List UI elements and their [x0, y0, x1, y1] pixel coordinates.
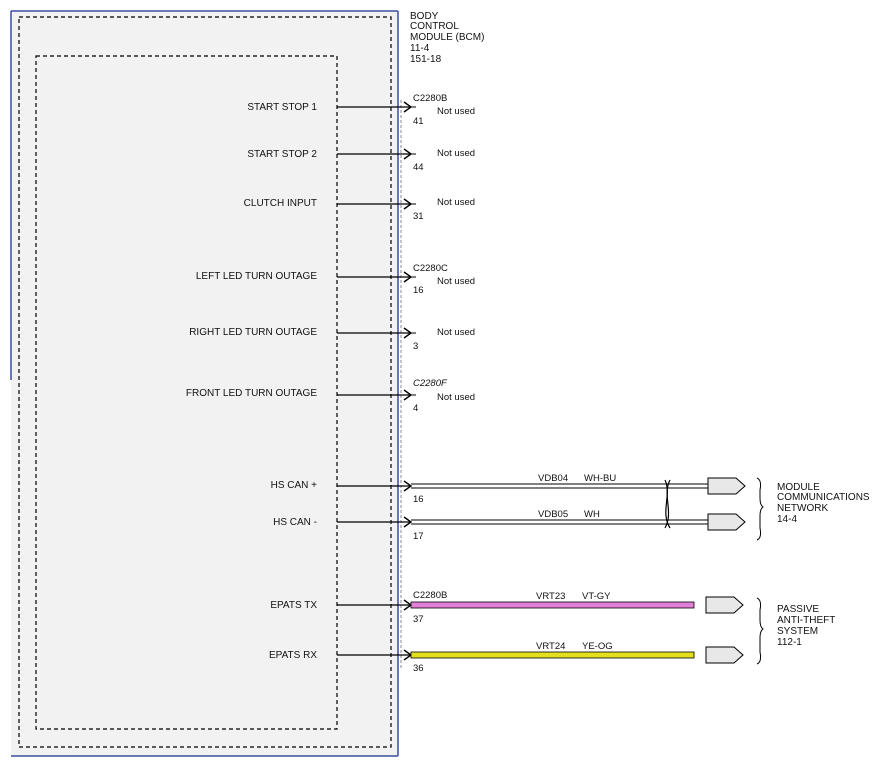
module-title-line-3: MODULE (BCM) — [410, 32, 484, 43]
module-inner-dashed — [35, 55, 338, 730]
destination-line: COMMUNICATIONS — [777, 492, 870, 503]
pin-status: Not used — [437, 276, 475, 287]
connector-id: C2280F — [413, 378, 448, 389]
module-title-line-4: 11-4 — [410, 43, 430, 54]
pin-label: FRONT LED TURN OUTAGE — [186, 388, 317, 399]
pin-label: HS CAN + — [271, 480, 318, 491]
wire-color: WH — [584, 509, 600, 520]
module-title-line-2: CONTROL — [410, 21, 459, 32]
twisted-pair-icon — [664, 479, 671, 529]
connector-pin-icon — [403, 516, 413, 528]
module-outer-dashed — [18, 16, 392, 748]
pin-number: 37 — [413, 614, 424, 625]
destination-line: PASSIVE — [777, 604, 819, 615]
pin-number: 17 — [413, 531, 424, 542]
wire-color: YE-OG — [582, 641, 613, 652]
pin-row-7: HS CAN - 17 VDB05 WH — [273, 509, 746, 542]
pin-label: LEFT LED TURN OUTAGE — [196, 271, 317, 282]
module-title-line-5: 151-18 — [410, 54, 442, 65]
connector-id: C2280B — [413, 590, 447, 601]
pin-status: Not used — [437, 327, 475, 338]
pin-label: START STOP 2 — [247, 149, 317, 160]
module-body — [11, 11, 398, 756]
circuit-id: VRT24 — [536, 641, 565, 652]
pin-number: 41 — [413, 116, 424, 127]
wire-color: VT-GY — [582, 591, 611, 602]
pin-row-1: START STOP 2 44 Not used — [247, 148, 475, 173]
pin-number: 4 — [413, 403, 418, 414]
pin-label: EPATS TX — [270, 600, 317, 611]
wire-color: WH-BU — [584, 473, 616, 484]
circuit-id: VDB04 — [538, 473, 568, 484]
pin-label: EPATS RX — [269, 650, 317, 661]
pin-row-8: EPATS TX C2280B 37 VRT23 VT-GY — [270, 590, 744, 625]
pin-row-5: FRONT LED TURN OUTAGE C2280F 4 Not used — [186, 378, 475, 414]
pin-label: HS CAN - — [273, 517, 317, 528]
destination-line: 14-4 — [777, 514, 797, 525]
pin-number: 31 — [413, 211, 424, 222]
pin-row-2: CLUTCH INPUT 31 Not used — [244, 197, 475, 222]
connector-id: C2280B — [413, 93, 447, 104]
pin-number: 3 — [413, 341, 418, 352]
pin-number: 16 — [413, 494, 424, 505]
pin-label: START STOP 1 — [247, 102, 317, 113]
connector-arrow-icon — [705, 596, 744, 614]
pin-status: Not used — [437, 392, 475, 403]
pin-row-3: LEFT LED TURN OUTAGE C2280C 16 Not used — [196, 263, 475, 296]
destination-network: MODULE COMMUNICATIONS NETWORK 14-4 — [777, 482, 870, 525]
pin-label: CLUTCH INPUT — [244, 198, 317, 209]
connector-arrow-icon — [705, 646, 744, 664]
pin-row-6: HS CAN + 16 VDB04 WH-BU — [271, 473, 746, 505]
connector-pin-icon — [403, 480, 413, 492]
module-title-line-1: BODY — [410, 11, 439, 22]
destination-line: ANTI-THEFT — [777, 615, 835, 626]
pin-number: 36 — [413, 663, 424, 674]
pin-status: Not used — [437, 148, 475, 159]
circuit-id: VDB05 — [538, 509, 568, 520]
destination-line: SYSTEM — [777, 626, 818, 637]
destination-line: MODULE — [777, 482, 820, 493]
pin-row-0: START STOP 1 C2280B 41 Not used — [247, 93, 475, 127]
pin-number: 44 — [413, 162, 424, 173]
wire-yellow-orange — [410, 651, 695, 659]
destination-pats: PASSIVE ANTI-THEFT SYSTEM 112-1 — [777, 604, 835, 648]
connector-arrow-icon — [707, 477, 746, 495]
bracket-icon — [756, 597, 764, 665]
pin-status: Not used — [437, 106, 475, 117]
destination-line: NETWORK — [777, 503, 828, 514]
circuit-id: VRT23 — [536, 591, 565, 602]
wire-violet-grey — [410, 601, 695, 609]
pin-row-9: EPATS RX 36 VRT24 YE-OG — [269, 641, 744, 674]
pin-row-4: RIGHT LED TURN OUTAGE 3 Not used — [189, 327, 475, 352]
pin-status: Not used — [437, 197, 475, 208]
bracket-icon — [756, 477, 764, 541]
pin-label: RIGHT LED TURN OUTAGE — [189, 327, 317, 338]
connector-id: C2280C — [413, 263, 448, 274]
module-title: BODY CONTROL MODULE (BCM) 11-4 151-18 — [410, 11, 484, 65]
destination-line: 112-1 — [777, 637, 802, 648]
connector-arrow-icon — [707, 513, 746, 531]
pin-number: 16 — [413, 285, 424, 296]
